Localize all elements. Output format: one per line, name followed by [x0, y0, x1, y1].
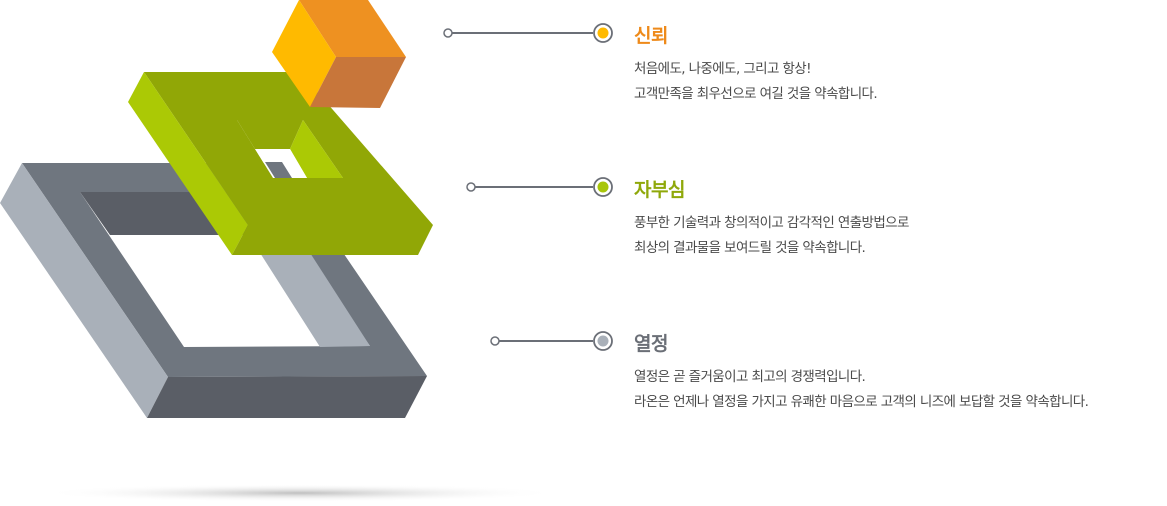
section-title: 열정	[634, 333, 668, 355]
small-node-icon	[443, 28, 453, 38]
section-body: 풍부한 기술력과 창의적이고 감각적인 연출방법으로 최상의 결과물을 보여드릴…	[634, 211, 909, 261]
body-line: 풍부한 기술력과 창의적이고 감각적인 연출방법으로	[634, 215, 909, 231]
section-title: 신뢰	[634, 25, 668, 47]
connector-line	[490, 331, 613, 351]
section-passion: 열정 열정은 곧 즐거움이고 최고의 경쟁력입니다. 라온은 언제나 열정을 가…	[0, 331, 1167, 441]
section-trust: 신뢰 처음에도, 나중에도, 그리고 항상! 고객만족을 최우선으로 여길 것을…	[0, 23, 1167, 133]
section-pride: 자부심 풍부한 기술력과 창의적이고 감각적인 연출방법으로 최상의 결과물을 …	[0, 177, 1167, 287]
isometric-blocks-illustration	[0, 0, 560, 502]
body-line: 고객만족을 최우선으로 여길 것을 약속합니다.	[634, 86, 878, 102]
body-line: 라온은 언제나 열정을 가지고 유쾌한 마음으로 고객의 니즈에 보답할 것을 …	[634, 394, 1089, 410]
body-line: 처음에도, 나중에도, 그리고 항상!	[634, 61, 812, 77]
section-body: 열정은 곧 즐거움이고 최고의 경쟁력입니다. 라온은 언제나 열정을 가지고 …	[634, 365, 1089, 415]
connector-line	[443, 23, 613, 43]
body-line: 최상의 결과물을 보여드릴 것을 약속합니다.	[634, 240, 866, 256]
connector-line	[466, 177, 613, 197]
green-frame	[128, 72, 433, 255]
small-node-icon	[466, 182, 476, 192]
small-node-icon	[490, 336, 500, 346]
section-title: 자부심	[634, 179, 685, 201]
body-line: 열정은 곧 즐거움이고 최고의 경쟁력입니다.	[634, 369, 866, 385]
section-body: 처음에도, 나중에도, 그리고 항상! 고객만족을 최우선으로 여길 것을 약속…	[634, 57, 878, 107]
orange-cube	[272, 0, 406, 108]
shadow	[40, 484, 560, 502]
